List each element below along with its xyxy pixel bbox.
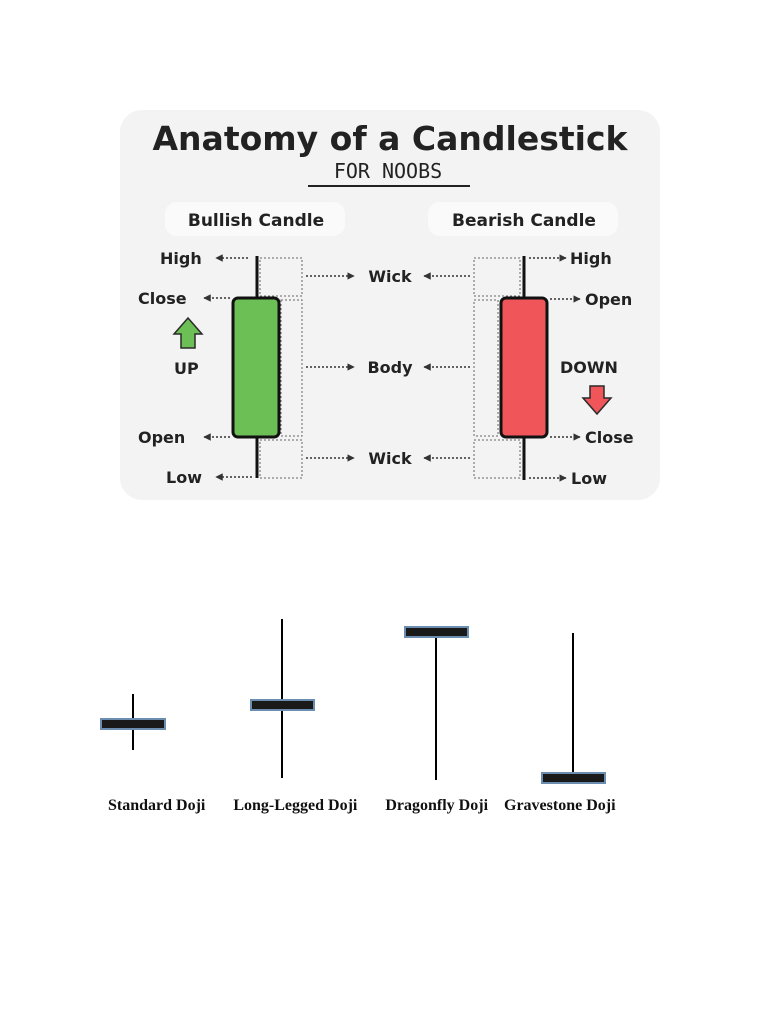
doji-gravestone xyxy=(541,633,606,784)
bearish-heading-bg xyxy=(428,202,618,236)
bearish-direction-label: DOWN xyxy=(560,358,618,377)
infographic-subtitle: FOR NOOBS xyxy=(334,159,442,183)
bearish-body xyxy=(499,296,549,439)
bearish-high-label: High xyxy=(570,249,612,268)
bottom-wick-label: Wick xyxy=(368,449,412,468)
bullish-open-label: Open xyxy=(138,428,185,447)
bullish-body xyxy=(231,296,281,439)
doji-dragonfly xyxy=(404,626,469,780)
bullish-candle-title: Bullish Candle xyxy=(188,211,324,231)
bullish-candle xyxy=(231,256,303,479)
bearish-candle xyxy=(473,256,549,480)
bullish-high-label: High xyxy=(160,249,202,268)
bullish-low-label: Low xyxy=(166,468,202,487)
arrow-up-icon xyxy=(172,316,204,349)
infographic-title: Anatomy of a Candlestick xyxy=(153,119,629,158)
bearish-close-label: Close xyxy=(585,428,634,447)
bearish-low-label: Low xyxy=(571,469,607,488)
doji-caption: Standard Doji Long-Legged Doji Dragonfly… xyxy=(100,797,616,814)
bullish-heading-bg xyxy=(165,202,345,236)
body-label: Body xyxy=(367,358,413,377)
bearish-candle-title: Bearish Candle xyxy=(452,211,596,231)
bullish-direction-label: UP xyxy=(174,359,199,378)
doji-standard xyxy=(100,694,166,750)
doji-long-legged xyxy=(250,619,315,778)
bullish-close-label: Close xyxy=(138,289,187,308)
arrow-down-icon xyxy=(581,385,613,416)
bearish-open-label: Open xyxy=(585,290,632,309)
top-wick-label: Wick xyxy=(368,267,412,286)
